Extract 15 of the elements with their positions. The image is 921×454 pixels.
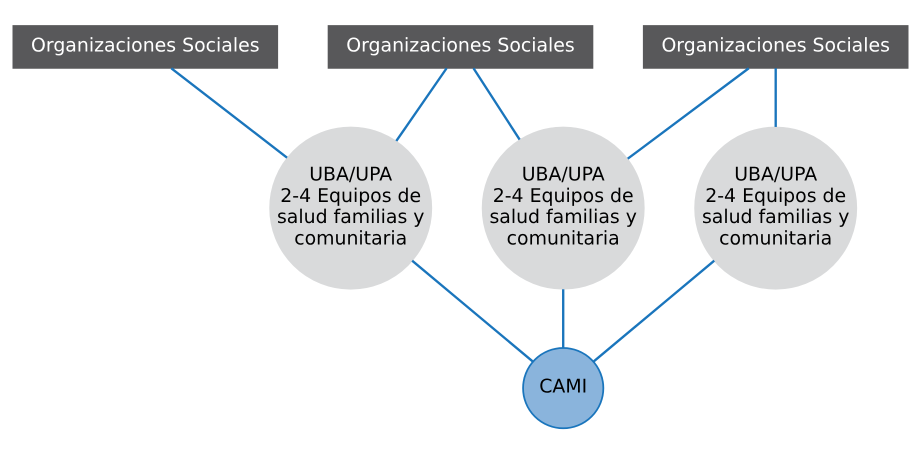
connector: [593, 260, 715, 362]
node-circle: CAMI: [522, 347, 604, 430]
node-box: Organizaciones Sociales: [642, 25, 908, 69]
node-box: Organizaciones Sociales: [328, 25, 594, 69]
connector: [472, 68, 521, 140]
node-circle: UBA/UPA 2-4 Equipos de salud familias y comunitaria: [694, 126, 858, 290]
connector: [411, 260, 534, 362]
connector: [395, 68, 448, 142]
connector: [774, 68, 777, 127]
node-box: Organizaciones Sociales: [12, 25, 278, 69]
node-circle: UBA/UPA 2-4 Equipos de salud familias y comunitaria: [482, 126, 645, 290]
connector: [562, 289, 564, 348]
node-circle: UBA/UPA 2-4 Equipos de salud familias y comunitaria: [269, 126, 432, 290]
connector: [627, 67, 750, 160]
connector: [170, 67, 288, 159]
